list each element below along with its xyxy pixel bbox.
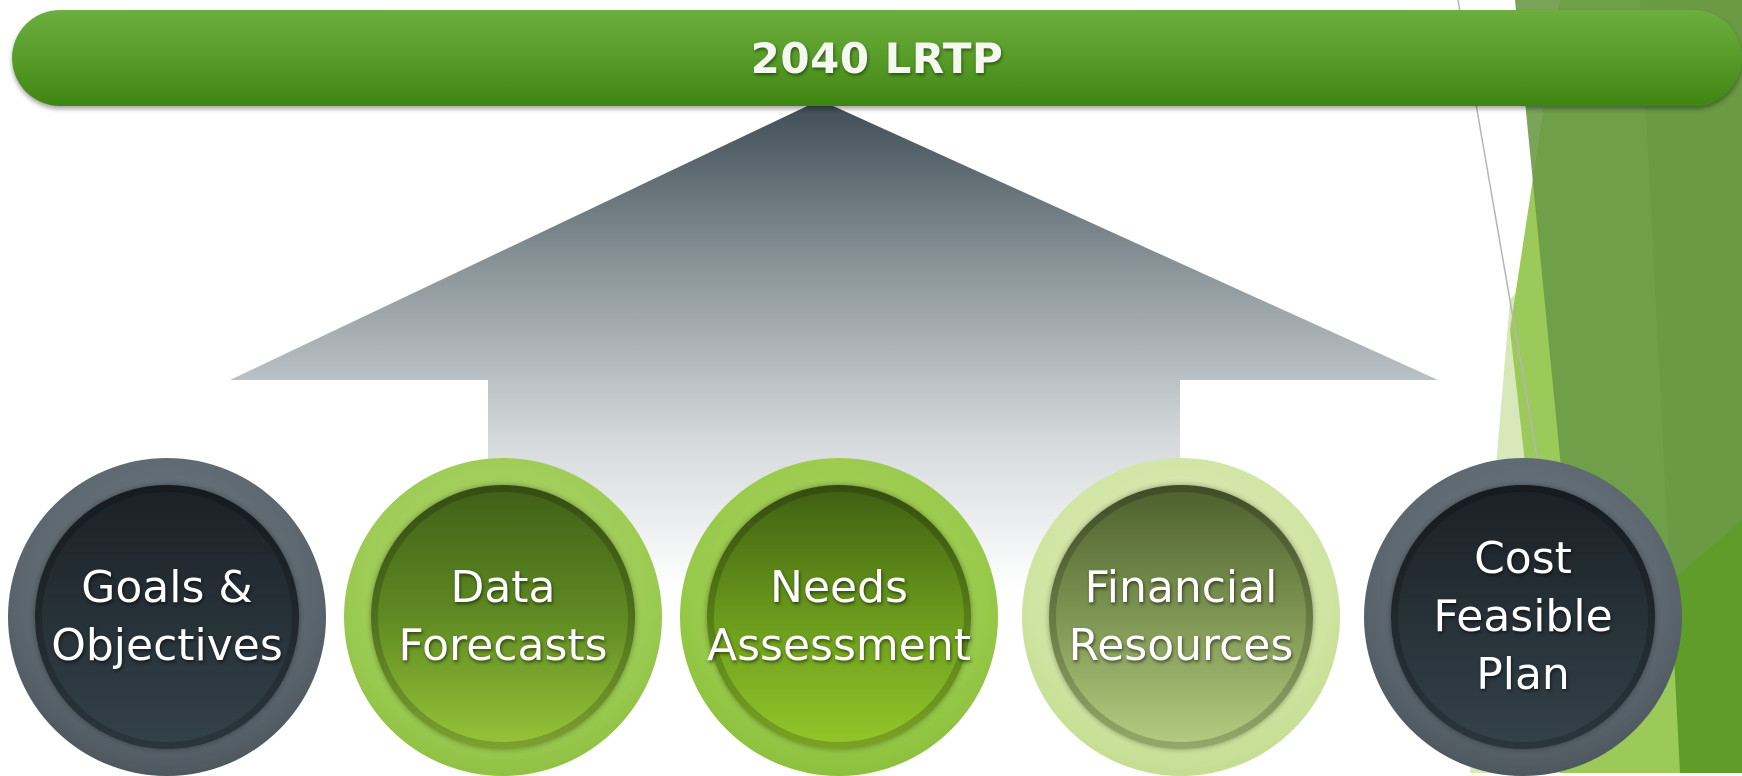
step-data-forecasts: Data Forecasts xyxy=(344,458,662,776)
step-needs-assessment-inner: Needs Assessment xyxy=(707,485,971,749)
step-label: Cost Feasible Plan xyxy=(1433,533,1613,700)
step-label: Data Forecasts xyxy=(398,562,608,671)
step-data-forecasts-inner: Data Forecasts xyxy=(371,485,635,749)
step-financial-resources-inner: Financial Resources xyxy=(1049,485,1313,749)
step-financial-resources: Financial Resources xyxy=(1022,458,1340,776)
step-label: Financial Resources xyxy=(1068,562,1294,671)
step-goals-objectives: Goals & Objectives xyxy=(8,458,326,776)
step-label: Goals & Objectives xyxy=(51,562,283,671)
diagram-title: 2040 LRTP xyxy=(750,33,1004,83)
step-goals-objectives-inner: Goals & Objectives xyxy=(35,485,299,749)
step-needs-assessment: Needs Assessment xyxy=(680,458,998,776)
title-banner: 2040 LRTP xyxy=(12,10,1742,106)
step-cost-feasible-plan: Cost Feasible Plan xyxy=(1364,458,1682,776)
step-label: Needs Assessment xyxy=(707,562,971,671)
step-cost-feasible-plan-inner: Cost Feasible Plan xyxy=(1391,485,1655,749)
